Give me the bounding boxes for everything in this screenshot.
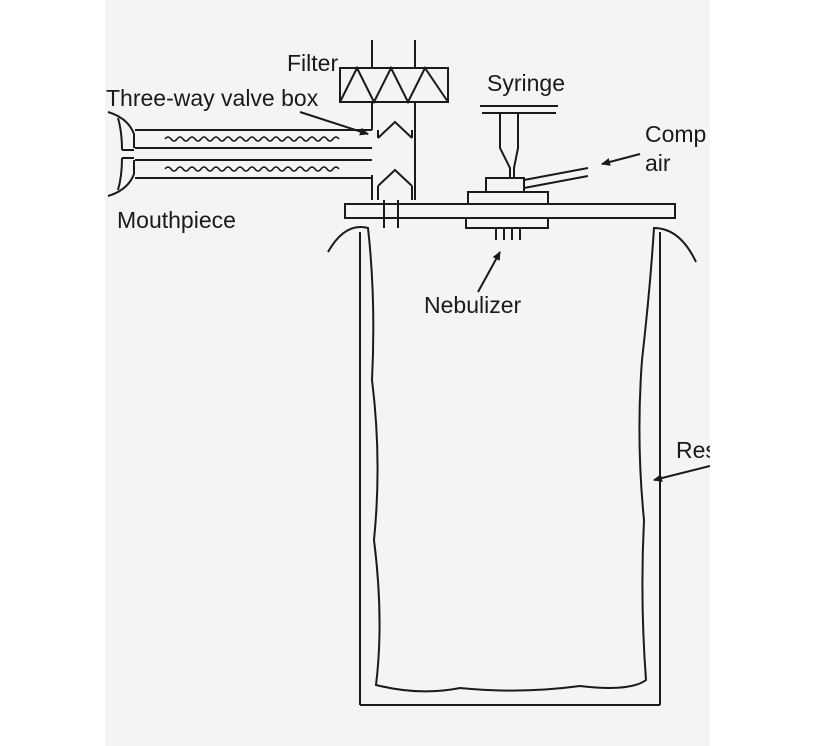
nebulizer-arrow	[477, 251, 501, 293]
diagram-panel: Filter Syringe Three-way valve box Comp …	[105, 0, 710, 746]
reservoir-lid	[344, 203, 676, 219]
reservoir-arrow	[653, 465, 710, 482]
reservoir-bag	[327, 226, 697, 693]
corrugated-tube	[135, 129, 372, 179]
syringe	[480, 105, 558, 178]
reservoir-container	[359, 232, 661, 706]
nebulizer-label: Nebulizer	[424, 292, 521, 318]
nebulizer-apparatus-diagram: Filter Syringe Three-way valve box Comp …	[106, 40, 710, 706]
mouthpiece-label: Mouthpiece	[117, 207, 236, 233]
filter-label: Filter	[287, 50, 338, 76]
vertical-tube	[371, 102, 416, 228]
compressed-air-label-line1: Comp	[645, 121, 706, 147]
filter	[339, 40, 449, 105]
mouthpiece	[107, 111, 135, 197]
compressed-air-label-line2: air	[645, 150, 671, 176]
syringe-label: Syringe	[487, 70, 565, 96]
reservoir-label: Res	[676, 437, 710, 463]
compressed-air-arrow	[601, 153, 641, 166]
valve-box-arrow	[299, 111, 369, 136]
valve-box-label: Three-way valve box	[106, 85, 319, 111]
